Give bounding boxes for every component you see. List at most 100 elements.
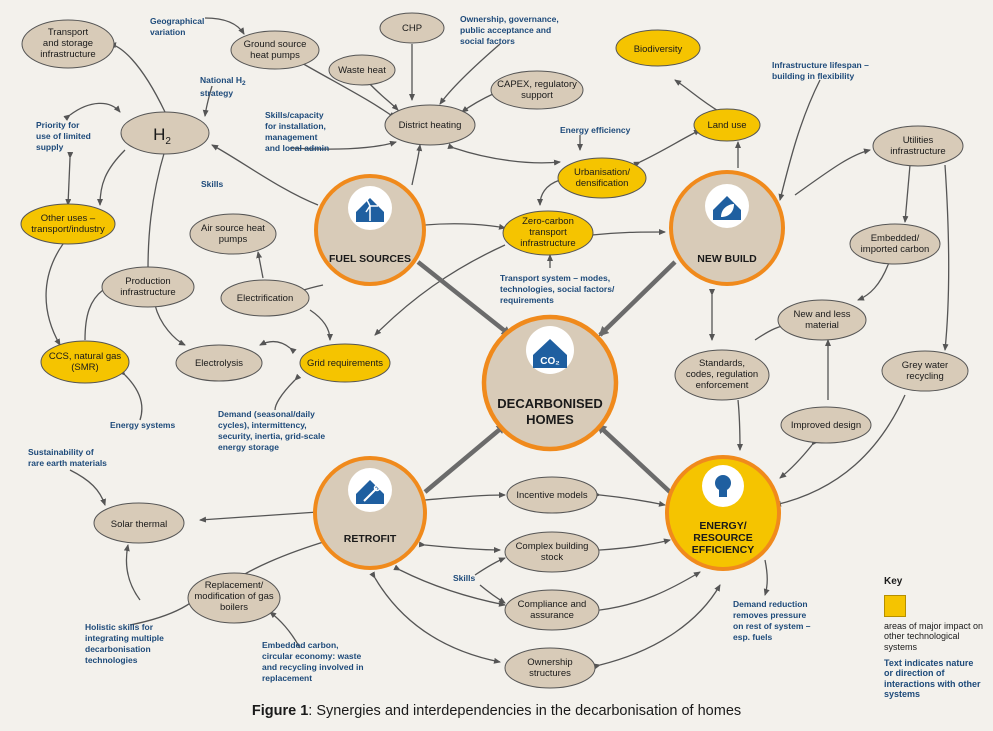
node-grid-requirements: Grid requirements: [299, 343, 391, 383]
connector: [633, 129, 701, 168]
connector: [84, 283, 110, 341]
hub-retrofit: RETROFIT: [313, 456, 427, 570]
node-label: Ground source: [244, 39, 307, 50]
connector: [269, 611, 301, 649]
nodes: Transport and storage infrastructure Gro…: [20, 12, 969, 689]
node-compliance: Compliance and assurance: [504, 589, 600, 631]
node-label: Complex building: [516, 541, 589, 552]
node-label: CCS, natural gas: [49, 351, 122, 362]
annotation-text: use of limited: [36, 131, 91, 141]
annotation-text: Energy systems: [110, 420, 175, 430]
annotation-text: on rest of system –: [733, 621, 811, 631]
connector: [259, 339, 297, 355]
arrow-fuel-to-homes: [416, 260, 512, 337]
hubs: FUEL SOURCES NEW BUILD CO₂ DECARBONISED …: [313, 170, 785, 571]
node-label: Land use: [707, 120, 746, 131]
node-incentive-models: Incentive models: [506, 476, 598, 514]
connector-lines: [45, 17, 950, 670]
node-chp: CHP: [379, 12, 445, 44]
node-label: Transport: [48, 27, 89, 38]
annotation-text: decarbonisation: [85, 644, 151, 654]
connector: [902, 158, 914, 223]
connector: [418, 222, 506, 230]
annotation-text: security, inertia, grid-scale: [218, 431, 325, 441]
connector: [123, 544, 141, 601]
node-label: and storage: [43, 38, 93, 49]
h2-subscript: 2: [165, 136, 171, 147]
annotation-text: National H: [200, 75, 242, 85]
connector: [274, 373, 302, 411]
node-label: support: [521, 90, 553, 101]
node-label: transport/industry: [31, 224, 105, 235]
node-label: Grid requirements: [307, 358, 383, 369]
connector: [309, 309, 333, 341]
node-label: transport: [529, 227, 567, 238]
node-label: densification: [576, 178, 629, 189]
connector: [299, 61, 396, 119]
node-label: infrastructure: [520, 238, 575, 249]
node-ccs: CCS, natural gas (SMR): [40, 340, 130, 384]
node-label: heat pumps: [250, 50, 300, 61]
connector: [763, 559, 770, 596]
connector: [857, 258, 894, 301]
node-ownership: Ownership structures: [504, 647, 596, 689]
arrow-newbuild-to-homes: [598, 260, 677, 337]
node-label: infrastructure: [120, 287, 175, 298]
connector: [593, 584, 721, 670]
hub-fuel-sources: FUEL SOURCES: [314, 174, 426, 286]
connector: [774, 394, 906, 507]
node-other-uses: Other uses – transport/industry: [20, 203, 116, 245]
connector: [69, 469, 106, 506]
connector: [593, 538, 671, 554]
hub-label: FUEL SOURCES: [329, 253, 411, 265]
annotation-text: supply: [36, 142, 64, 152]
node-improved-design: Improved design: [780, 406, 872, 444]
annotation-text: and recycling involved in: [262, 662, 364, 672]
lightbulb-icon: [702, 465, 744, 507]
annotation-text: public acceptance and: [460, 25, 551, 35]
annotation-text: esp. fuels: [733, 632, 772, 642]
annotation-text: Demand (seasonal/daily: [218, 409, 315, 419]
svg-text:National H2: National H2: [200, 75, 246, 87]
node-zero-carbon: Zero-carbon transport infrastructure: [502, 210, 594, 256]
node-district-heating: District heating: [384, 104, 476, 146]
hub-new-build: NEW BUILD: [669, 170, 785, 286]
node-ground-source: Ground source heat pumps: [230, 30, 320, 70]
annotation-text: for installation,: [265, 121, 326, 131]
node-capex: CAPEX, regulatory support: [490, 70, 584, 110]
hub-label: RESOURCE: [693, 532, 753, 544]
connector: [256, 251, 264, 279]
node-waste-heat: Waste heat: [328, 54, 396, 86]
annotation-text: energy storage: [218, 442, 279, 452]
annotation-text: Energy efficiency: [560, 125, 631, 135]
annotation-text: removes pressure: [733, 610, 807, 620]
connector: [736, 399, 743, 451]
node-label: structures: [529, 668, 571, 679]
node-label: Embedded/: [871, 233, 920, 244]
key-title: Key: [884, 576, 903, 587]
annotation-text: building in flexibility: [772, 71, 854, 81]
node-air-source: Air source heat pumps: [189, 213, 277, 255]
node-transport-storage: Transport and storage infrastructure: [21, 19, 115, 69]
connector: [794, 148, 871, 196]
node-label: Solar thermal: [111, 519, 168, 530]
connector: [778, 79, 821, 201]
annotation-text: Demand reduction: [733, 599, 808, 609]
annotation-text: Infrastructure lifespan –: [772, 60, 869, 70]
connector: [439, 43, 501, 105]
node-label: recycling: [906, 371, 944, 382]
node-solar-thermal: Solar thermal: [93, 502, 185, 544]
hub-label: DECARBONISED: [497, 396, 602, 411]
node-label: Improved design: [791, 420, 861, 431]
h2-label: H: [153, 125, 165, 144]
node-embedded-imported: Embedded/ imported carbon: [849, 223, 941, 265]
co2-house-icon: CO₂: [526, 326, 574, 374]
node-label: Utilities: [903, 135, 934, 146]
node-label: infrastructure: [890, 146, 945, 157]
connector: [593, 491, 666, 507]
connector: [289, 140, 397, 150]
connector: [147, 143, 170, 271]
hub-label: NEW BUILD: [697, 253, 757, 265]
